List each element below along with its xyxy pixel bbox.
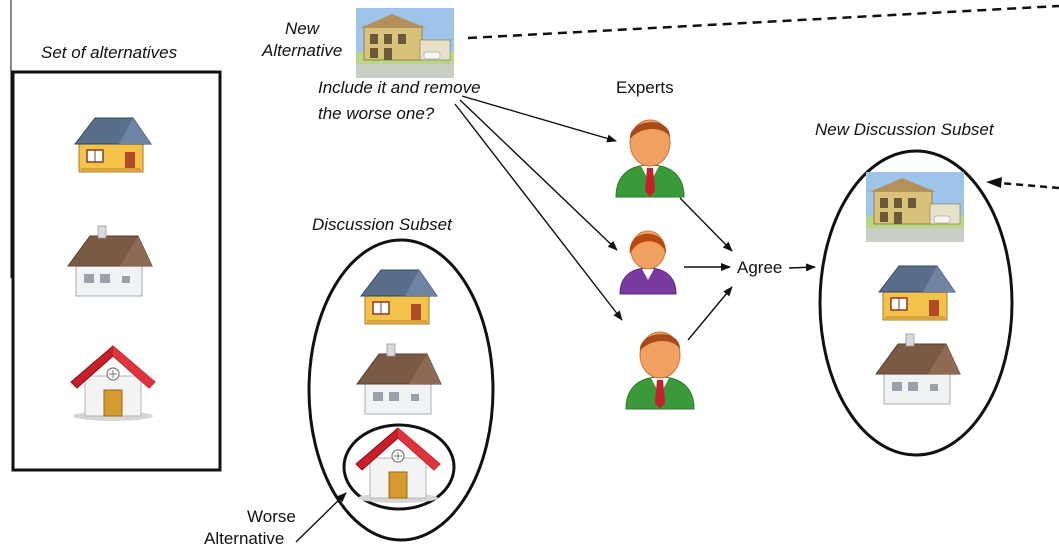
dashed-top-connector	[467, 4, 1059, 40]
house-white-icon	[356, 343, 442, 415]
new-alternative-label-line2: Alternative	[261, 41, 342, 60]
arrow-to-expert-top	[461, 95, 617, 143]
villa-photo-icon	[865, 171, 965, 243]
worse-alternative-circle	[342, 423, 456, 511]
experts-label: Experts	[616, 78, 674, 97]
arrow-to-worse-alternative	[295, 492, 347, 543]
agree-label: Agree	[737, 258, 782, 277]
arrow-agree-to-new-subset	[788, 263, 816, 272]
question-line1: Include it and remove	[318, 78, 481, 97]
discussion-subset-title: Discussion Subset	[312, 215, 453, 234]
arrow-expert-bottom-to-agree	[687, 286, 733, 341]
worse-alternative-label-line1: Worse	[247, 507, 296, 526]
expert-male-icon	[625, 331, 695, 410]
new-alternative-label-line1: New	[285, 19, 321, 38]
arrow-to-expert-middle	[459, 99, 618, 251]
set-of-alternatives-box	[11, 70, 222, 472]
dashed-incoming-arrowhead	[986, 177, 1002, 188]
expert-female-icon	[619, 230, 677, 295]
discussion-subset-ellipse	[307, 238, 495, 542]
arrow-expert-top-to-agree	[679, 197, 733, 252]
house-white-icon	[875, 333, 961, 405]
house-yellow-icon	[74, 117, 152, 173]
expert-male-icon	[615, 119, 685, 198]
house-yellow-icon	[878, 265, 956, 321]
villa-photo-icon	[355, 7, 455, 79]
dashed-incoming-connector	[999, 181, 1059, 190]
new-discussion-subset-title: New Discussion Subset	[815, 120, 995, 139]
worse-alternative-label-line2: Alternative	[204, 529, 284, 547]
house-red-roof-icon	[355, 427, 441, 504]
house-white-icon	[67, 225, 153, 297]
house-red-roof-icon	[70, 345, 156, 422]
set-of-alternatives-title: Set of alternatives	[41, 43, 178, 62]
question-line2: the worse one?	[318, 104, 435, 123]
arrow-to-expert-bottom	[454, 103, 623, 321]
new-discussion-subset-ellipse	[818, 149, 1014, 457]
house-yellow-icon	[360, 269, 438, 325]
